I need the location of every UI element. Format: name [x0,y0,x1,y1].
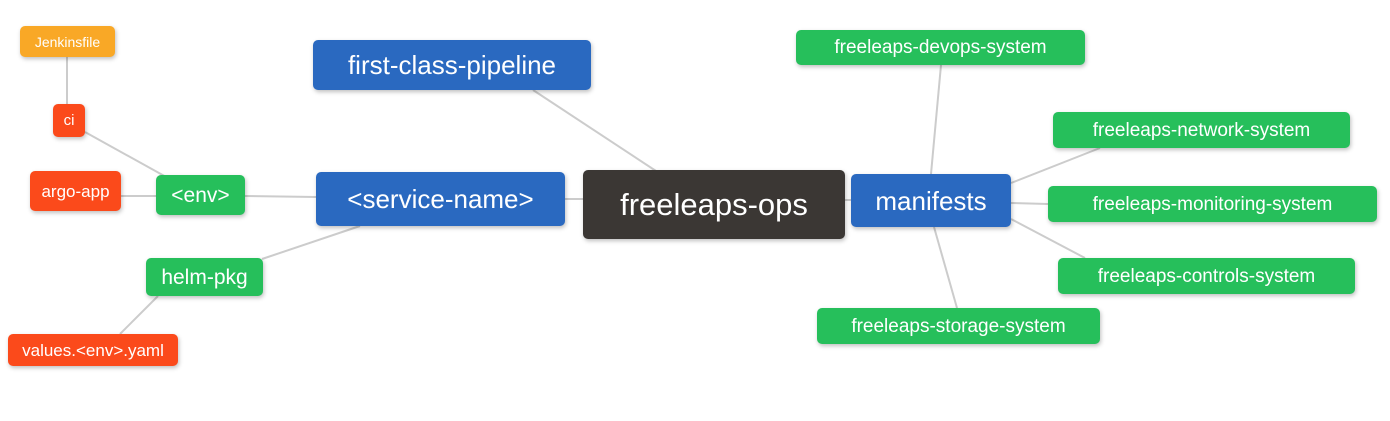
mindmap-node-values-env-yaml[interactable]: values.<env>.yaml [8,334,178,366]
mindmap-node-freeleaps-ops[interactable]: freeleaps-ops [583,170,845,239]
edge-manifests-to-freeleaps-monitoring-system [1010,202,1049,205]
mindmap-node-freeleaps-devops-system[interactable]: freeleaps-devops-system [796,30,1085,65]
edge-freeleaps-devops-system-to-manifests [930,64,942,175]
edge-manifests-to-freeleaps-storage-system [933,226,958,309]
edge-service-name-to-helm-pkg [261,225,361,260]
mindmap-node-freeleaps-storage-system[interactable]: freeleaps-storage-system [817,308,1100,344]
mindmap-node-helm-pkg[interactable]: helm-pkg [146,258,263,296]
mindmap-node-argo-app[interactable]: argo-app [30,171,121,211]
mindmap-node-freeleaps-controls-system[interactable]: freeleaps-controls-system [1058,258,1355,294]
mindmap-node-jenkinsfile[interactable]: Jenkinsfile [20,26,115,57]
mindmap-node-env[interactable]: <env> [156,175,245,215]
mindmap-node-service-name[interactable]: <service-name> [316,172,565,226]
mindmap-node-ci[interactable]: ci [53,104,85,137]
edge-helm-pkg-to-values-env-yaml [119,295,159,335]
mindmap-node-freeleaps-network-system[interactable]: freeleaps-network-system [1053,112,1350,148]
edge-env-to-service-name [244,195,317,198]
mindmap-node-manifests[interactable]: manifests [851,174,1011,227]
edge-manifests-to-freeleaps-network-system [1010,147,1101,184]
edge-manifests-to-freeleaps-controls-system [1010,218,1086,259]
edge-first-class-pipeline-to-freeleaps-ops [532,89,657,172]
mindmap-node-freeleaps-monitoring-system[interactable]: freeleaps-monitoring-system [1048,186,1377,222]
mindmap-node-first-class-pipeline[interactable]: first-class-pipeline [313,40,591,90]
